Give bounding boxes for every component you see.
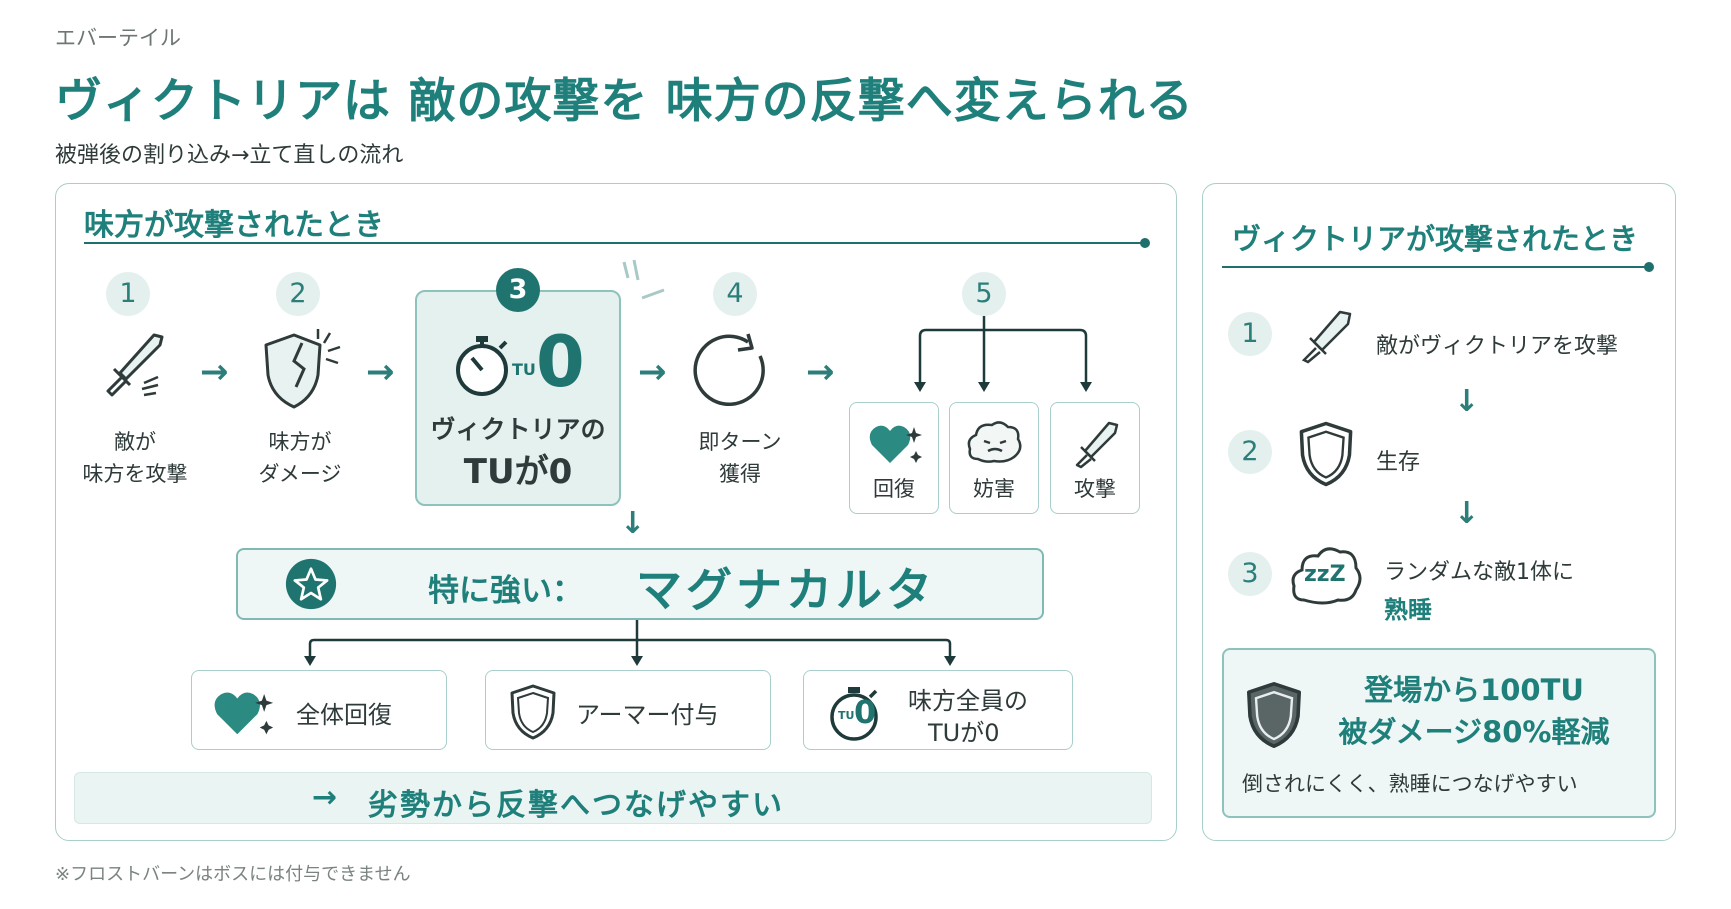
zzz-label: zzZ (1304, 562, 1346, 587)
magna-name: マグナカルタ (636, 563, 936, 617)
flow-arrow-icon: → (200, 352, 229, 392)
page-title: ヴィクトリアは 敵の攻撃を 味方の反撃へ変えられる (55, 74, 1194, 129)
stopwatch-icon (830, 687, 878, 741)
sleep-cloud-icon (1291, 547, 1362, 605)
sword-icon (106, 333, 164, 397)
step-3-highlight-box (415, 290, 621, 506)
step-4-label-line2: 獲得 (719, 462, 761, 486)
step-2-number: 2 (276, 272, 320, 316)
damage-box-line2: 被ダメージ80%軽減 (1338, 715, 1610, 749)
tu-small-label: TU (838, 709, 855, 722)
effect-tu-zero: TU 0 味方全員の TUが0 (803, 670, 1073, 750)
step-3-number: 3 (496, 268, 540, 312)
step-2-label-line2: ダメージ (258, 462, 342, 486)
conclusion-bar (74, 772, 1152, 824)
step-4-number: 4 (713, 272, 757, 316)
effect-armor-label: アーマー付与 (576, 701, 719, 729)
cloud-face-icon (967, 421, 1022, 463)
right-panel-rule (1222, 266, 1648, 268)
broken-shield-icon (264, 329, 341, 409)
brand-label: エバーテイル (55, 26, 181, 50)
heart-sparkle-icon (214, 692, 274, 735)
flow-arrow-icon: → (806, 352, 835, 392)
step-5-number: 5 (962, 272, 1006, 316)
option-disrupt: 妨害 (949, 402, 1039, 514)
footnote: ※フロストバーンはボスには付与できません (55, 864, 411, 885)
right-step-1-label: 敵がヴィクトリアを攻撃 (1376, 334, 1619, 359)
damage-reduction-box (1222, 648, 1656, 818)
sparkle-lines-icon (622, 259, 665, 300)
right-step-3-number: 3 (1228, 552, 1272, 596)
page-subtitle: 被弾後の割り込み→立て直しの流れ (55, 143, 404, 168)
shield-icon (510, 684, 556, 740)
right-step-1-number: 1 (1228, 312, 1272, 356)
step-4-label-line1: 即ターン (698, 430, 782, 454)
sword-icon (1301, 310, 1352, 364)
tu-small-label: TU (512, 360, 536, 379)
right-panel-rule-dot (1644, 262, 1654, 272)
shield-icon (1299, 421, 1353, 487)
effect-full-heal: 全体回復 (191, 670, 447, 750)
effect-tu-zero-line1: 味方全員の (908, 687, 1028, 715)
magna-carta-bar (236, 548, 1044, 620)
effect-full-heal-label: 全体回復 (296, 701, 392, 729)
step-1-number: 1 (106, 272, 150, 316)
effect-tu-zero-line2: TUが0 (928, 719, 1000, 747)
conclusion-arrow-icon: → (312, 780, 340, 815)
tu-zero-big: 0 (536, 321, 585, 403)
sword-icon (1075, 421, 1119, 469)
option-attack-label: 攻撃 (1074, 477, 1116, 501)
tu-zero-big: 0 (854, 693, 877, 731)
branch-icon (914, 316, 1092, 392)
right-panel-title: ヴィクトリアが攻撃されたとき (1232, 222, 1639, 256)
down-arrow-icon: ↓ (620, 506, 646, 541)
magna-prefix: 特に強い： (428, 573, 583, 609)
option-heal-label: 回復 (873, 477, 915, 501)
heart-sparkle-icon (869, 425, 922, 463)
down-arrow-icon: ↓ (1454, 496, 1480, 531)
option-attack: 攻撃 (1050, 402, 1140, 514)
step-2-label-line1: 味方が (268, 430, 332, 454)
branch-down-icon (304, 620, 956, 666)
right-step-3-label-line2: 熟睡 (1384, 596, 1432, 624)
down-arrow-icon: ↓ (1454, 384, 1480, 419)
effect-armor: アーマー付与 (485, 670, 771, 750)
option-heal: 回復 (849, 402, 939, 514)
option-disrupt-label: 妨害 (973, 477, 1015, 501)
refresh-icon (693, 333, 765, 407)
damage-box-note: 倒されにくく、熟睡につなげやすい (1242, 772, 1578, 796)
left-panel-rule-dot (1140, 238, 1150, 248)
right-step-3-label-line1: ランダムな敵1体に (1384, 560, 1574, 585)
step-1-label-line1: 敵が (114, 430, 156, 454)
right-step-2-label: 生存 (1376, 450, 1421, 475)
left-panel-rule (84, 242, 1144, 244)
dark-shield-icon (1247, 682, 1301, 748)
step-3-label-line2: TUが0 (463, 452, 573, 492)
stopwatch-icon (456, 336, 508, 396)
conclusion-text: 劣勢から反撃へつなげやすい (368, 788, 784, 823)
step-1-label-line2: 味方を攻撃 (82, 462, 188, 486)
flow-arrow-icon: → (366, 352, 395, 392)
damage-box-line1: 登場から100TU (1364, 673, 1584, 707)
star-icon (285, 558, 337, 610)
flow-arrow-icon: → (638, 352, 667, 392)
step-3-label-line1: ヴィクトリアの (430, 415, 606, 444)
right-step-2-number: 2 (1228, 430, 1272, 474)
left-panel-title: 味方が攻撃されたとき (84, 208, 384, 243)
